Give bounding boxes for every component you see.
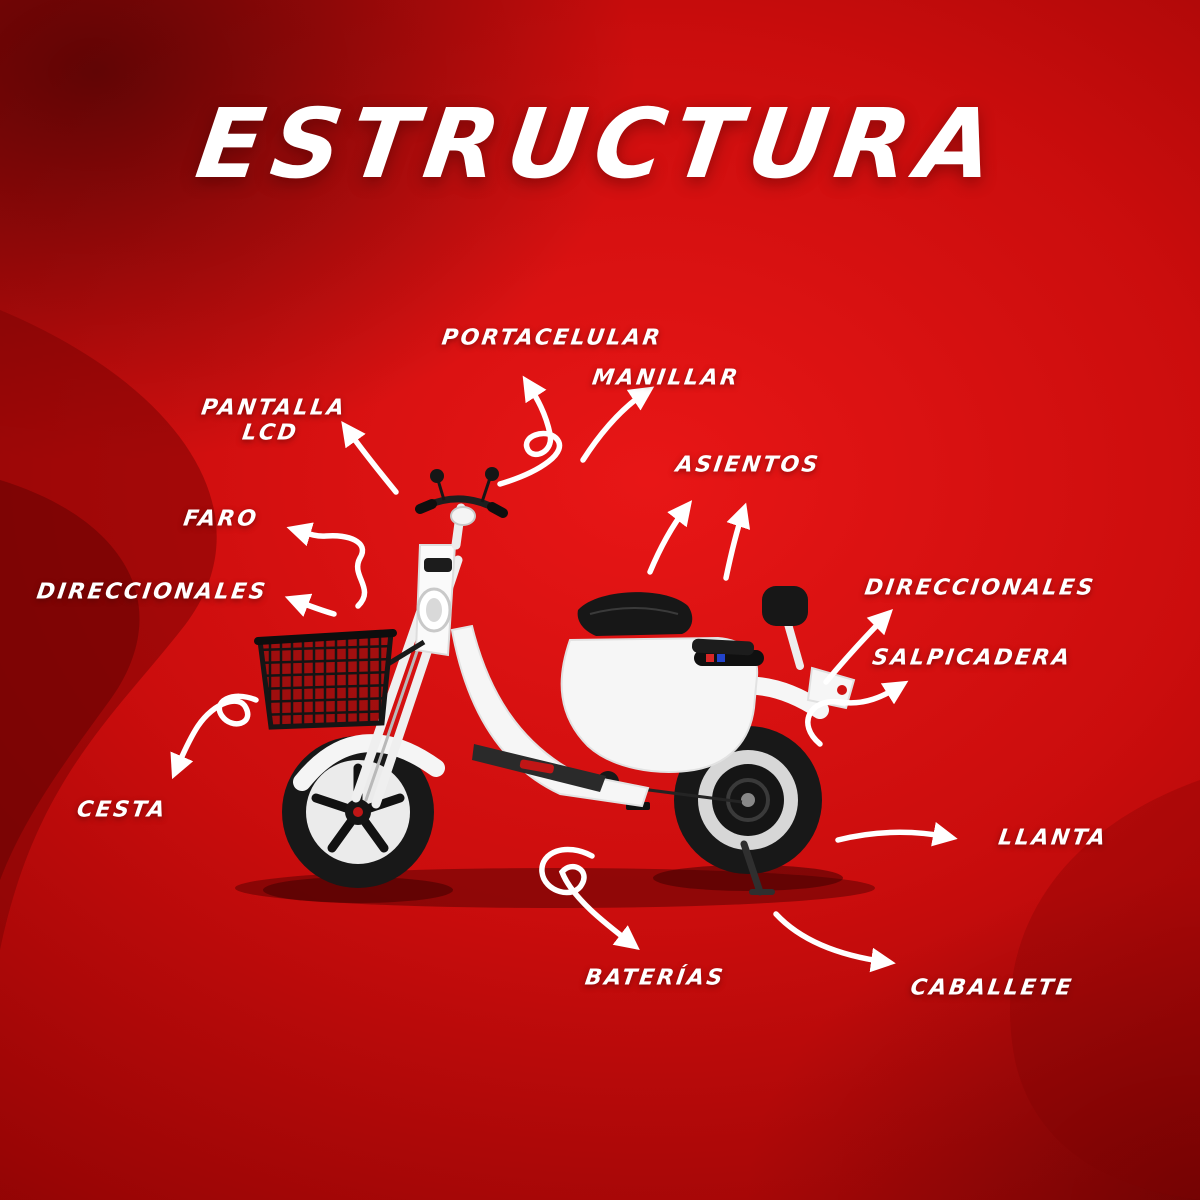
headlight-lens: [426, 598, 442, 622]
label-portacelular: PORTACELULAR: [440, 325, 664, 351]
handlebar: [415, 467, 508, 550]
backrest-post: [784, 620, 804, 670]
label-cesta: CESTA: [75, 797, 169, 823]
backrest: [762, 586, 808, 626]
label-pantalla-line1: PANTALLA: [199, 395, 349, 421]
arrow-baterias: [539, 846, 640, 951]
arrow-salpicadera: [805, 680, 909, 747]
label-pantalla-lcd: PANTALLA LCD: [196, 395, 349, 445]
label-asientos: ASIENTOS: [674, 452, 822, 478]
annotation-arrows: [170, 375, 958, 973]
front-basket: [254, 629, 426, 730]
arrow-asientos-2: [723, 502, 751, 581]
rear-wheel-shadow: [653, 865, 843, 891]
brand-mark-blue: [717, 654, 725, 662]
seat-seam: [589, 607, 679, 615]
arrow-cesta: [170, 693, 259, 780]
bg-swoosh-left-2: [0, 480, 140, 880]
mirror-left: [430, 469, 444, 483]
mirror-stalk-right: [480, 477, 492, 503]
brand-decal-deck: [519, 759, 554, 774]
mirror-right: [485, 467, 499, 481]
bg-swoosh-bottom-right: [1010, 780, 1200, 1200]
arrow-direccionales-left: [284, 593, 337, 617]
label-direccionales-left: DIRECCIONALES: [35, 579, 269, 605]
front-wheel-shadow: [263, 877, 453, 903]
arrow-portacelular: [497, 375, 563, 487]
label-salpicadera: SALPICADERA: [870, 645, 1074, 671]
arrow-direccionales-right: [823, 608, 894, 685]
label-direccionales-right: DIRECCIONALES: [863, 575, 1097, 601]
arrow-asientos-1: [647, 500, 693, 575]
label-llanta: LLANTA: [996, 825, 1110, 851]
display-pod: [450, 506, 476, 526]
page-title: ESTRUCTURA: [190, 88, 1010, 200]
instrument-box: [424, 558, 452, 572]
passenger-pad: [691, 638, 755, 656]
front-fender: [293, 734, 445, 791]
mirror-stalk-left: [436, 479, 446, 501]
label-faro: FARO: [181, 506, 261, 532]
arrow-caballete: [773, 911, 896, 973]
main-seat: [577, 592, 693, 636]
arrow-llanta: [835, 822, 958, 847]
label-manillar: MANILLAR: [590, 365, 742, 391]
tail-light: [837, 685, 847, 695]
scooter-image: [235, 467, 875, 908]
label-pantalla-line2: LCD: [240, 420, 301, 445]
arrow-manillar: [580, 386, 655, 463]
basket-mount: [386, 639, 426, 667]
tail-unit: [806, 666, 856, 710]
label-baterias: BATERÍAS: [583, 965, 727, 991]
arrow-faro: [286, 522, 368, 609]
brand-mark-red: [706, 654, 714, 662]
arrow-pantalla-lcd: [341, 420, 399, 495]
kickstand: [740, 840, 775, 896]
label-caballete: CABALLETE: [908, 975, 1076, 1001]
